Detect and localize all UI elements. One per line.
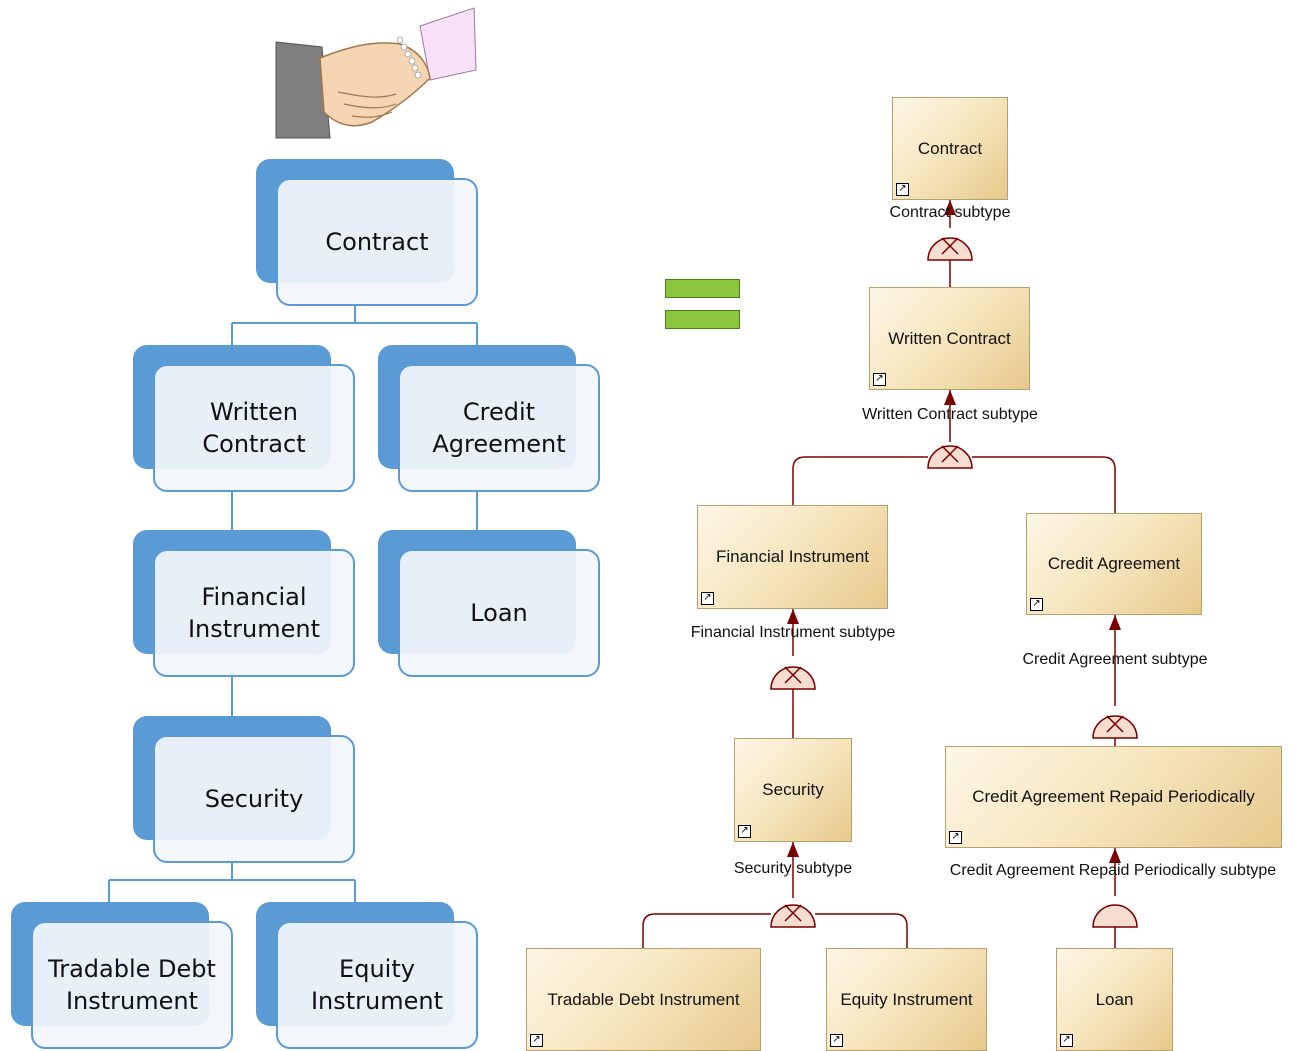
hier-label: Loan <box>470 599 528 627</box>
equals-bar-bottom <box>665 310 740 329</box>
shortcut-arrow-icon: ↗ <box>1060 1034 1073 1047</box>
subtype-label-written-contract: Written Contract subtype <box>862 406 1038 423</box>
subtype-label-financial-instrument: Financial Instrument subtype <box>690 624 896 641</box>
entity-label: Loan <box>1095 989 1134 1009</box>
shortcut-arrow-icon: ↗ <box>530 1034 543 1047</box>
subtype-icon <box>1092 904 1138 928</box>
entity-equity-instrument[interactable]: Equity Instrument ↗ <box>826 948 987 1051</box>
exclusive-subtype-icon <box>770 904 816 928</box>
hier-label: Contract <box>325 228 429 256</box>
subtype-label-security: Security subtype <box>733 860 853 877</box>
hier-label: Tradable Debt Instrument <box>48 955 216 1015</box>
hier-node-contract[interactable]: Contract <box>256 159 478 306</box>
entity-label: Tradable Debt Instrument <box>547 989 740 1009</box>
entity-loan[interactable]: Loan ↗ <box>1056 948 1173 1051</box>
exclusive-subtype-icon <box>927 445 973 469</box>
shortcut-arrow-icon: ↗ <box>830 1034 843 1047</box>
hier-node-loan[interactable]: Loan <box>378 530 600 677</box>
shortcut-arrow-icon: ↗ <box>873 373 886 386</box>
hier-label: Security <box>204 785 304 813</box>
shortcut-arrow-icon: ↗ <box>896 183 909 196</box>
shortcut-arrow-icon: ↗ <box>701 592 714 605</box>
entity-label: Security <box>762 780 824 799</box>
subtype-label-credit-agreement-repaid: Credit Agreement Repaid Periodically sub… <box>949 862 1277 879</box>
shortcut-arrow-icon: ↗ <box>949 831 962 844</box>
entity-credit-agreement-repaid-periodically[interactable]: Credit Agreement Repaid Periodically ↗ <box>945 746 1282 848</box>
entity-label: Credit Agreement <box>1047 554 1181 573</box>
hier-node-financial-instrument[interactable]: Financial Instrument <box>133 530 355 677</box>
handshake-icon <box>275 7 477 139</box>
exclusive-subtype-icon <box>927 237 973 261</box>
hier-node-written-contract[interactable]: Written Contract <box>133 345 355 492</box>
hier-node-tradable-debt-instrument[interactable]: Tradable Debt Instrument <box>11 902 233 1049</box>
subtype-label-credit-agreement: Credit Agreement subtype <box>1022 651 1208 668</box>
entity-label: Equity Instrument <box>840 989 973 1009</box>
entity-tradable-debt-instrument[interactable]: Tradable Debt Instrument ↗ <box>526 948 761 1051</box>
shortcut-arrow-icon: ↗ <box>738 825 751 838</box>
left-tree-connectors <box>108 305 478 902</box>
entity-written-contract[interactable]: Written Contract ↗ <box>869 287 1030 390</box>
entity-credit-agreement[interactable]: Credit Agreement ↗ <box>1026 513 1202 615</box>
entity-label: Credit Agreement Repaid Periodically <box>972 787 1255 806</box>
equals-bar-top <box>665 279 740 298</box>
arrowheads <box>787 200 1121 863</box>
entity-label: Contract <box>917 138 983 158</box>
hier-label: Credit Agreement <box>432 398 566 458</box>
hier-label: Written Contract <box>202 398 306 458</box>
hier-node-credit-agreement[interactable]: Credit Agreement <box>378 345 600 492</box>
subtype-label-contract: Contract subtype <box>889 204 1011 221</box>
hier-node-equity-instrument[interactable]: Equity Instrument <box>256 902 478 1049</box>
entity-label: Financial Instrument <box>715 547 870 566</box>
entity-contract[interactable]: Contract ↗ <box>892 97 1008 200</box>
hier-label: Equity Instrument <box>310 955 444 1015</box>
entity-financial-instrument[interactable]: Financial Instrument ↗ <box>697 505 888 609</box>
hier-node-security[interactable]: Security <box>133 716 355 863</box>
entity-security[interactable]: Security ↗ <box>734 738 852 842</box>
entity-label: Written Contract <box>888 328 1011 348</box>
exclusive-subtype-icon <box>1092 715 1138 739</box>
shortcut-arrow-icon: ↗ <box>1030 598 1043 611</box>
exclusive-subtype-icon <box>770 666 816 690</box>
hier-label: Financial Instrument <box>187 583 321 643</box>
